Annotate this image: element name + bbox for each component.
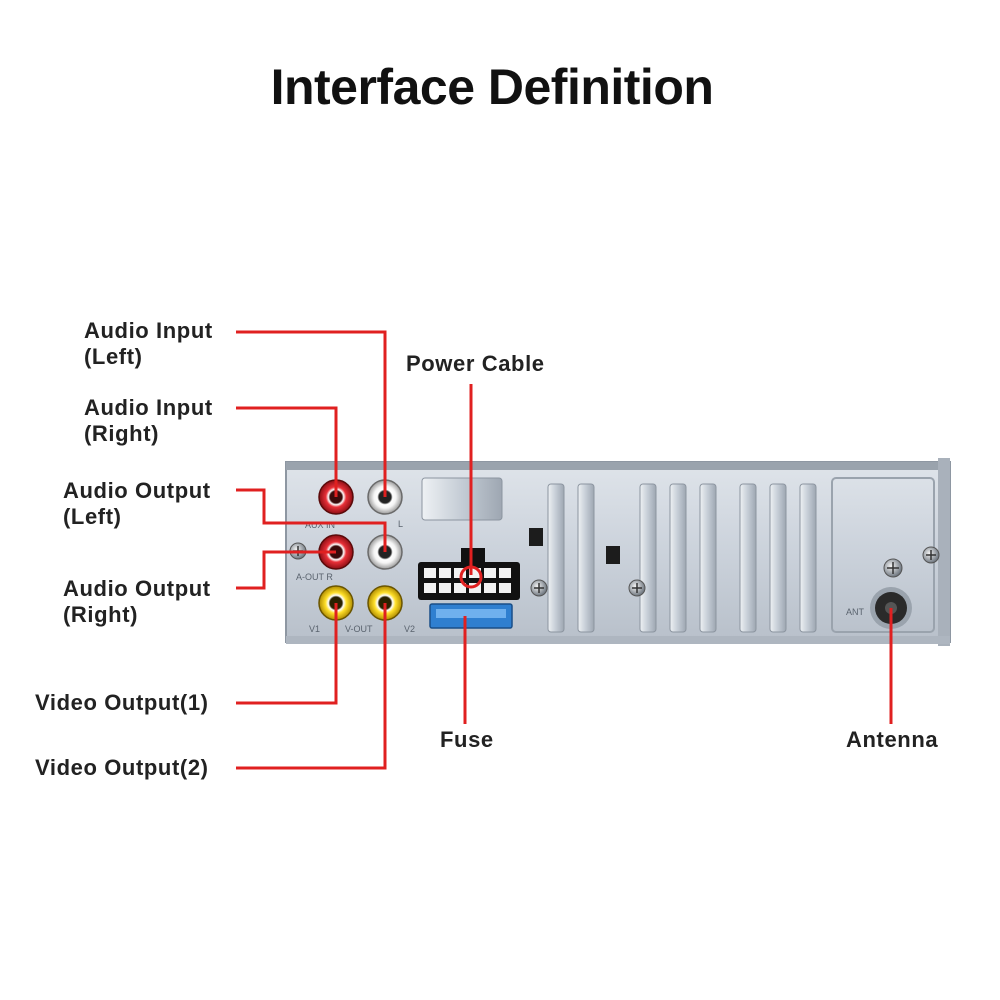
panel-markings: AUX IN L A-OUT R V1 V-OUT V2 ANT (296, 519, 865, 634)
fuse-component (429, 603, 513, 629)
label-antenna: Antenna (846, 727, 939, 752)
label-audio-output-right: Audio Output (Right) (63, 576, 211, 628)
label-audio-input-right-line2: (Right) (84, 421, 160, 446)
label-power-cable: Power Cable (406, 351, 545, 376)
power-pin-highlight (459, 565, 483, 589)
label-audio-input-right: Audio Input (Right) (84, 395, 213, 447)
callout-line-audio-output-left (236, 488, 387, 552)
label-video-output-1: Video Output(1) (35, 690, 209, 715)
marking-a-out-r: A-OUT R (296, 572, 333, 582)
label-audio-output-right-line2: (Right) (63, 602, 139, 627)
label-audio-output-left-line2: (Left) (63, 504, 122, 529)
marking-v1: V1 (309, 624, 320, 634)
callout-line-audio-input-right (236, 406, 338, 497)
label-audio-input-right-line1: Audio Input (84, 395, 213, 420)
label-fuse: Fuse (440, 727, 494, 752)
page-title: Interface Definition (270, 59, 714, 115)
cooling-vents (421, 477, 935, 633)
callout-line-video-output-2 (236, 603, 387, 770)
mounting-holes (529, 528, 620, 564)
callout-lines (236, 330, 893, 770)
callout-line-audio-input-left (236, 330, 387, 497)
marking-v-out: V-OUT (345, 624, 373, 634)
label-audio-output-left: Audio Output (Left) (63, 478, 211, 530)
label-audio-output-left-line1: Audio Output (63, 478, 211, 503)
marking-ant: ANT (846, 607, 865, 617)
callout-line-audio-output-right (236, 550, 336, 590)
marking-aux-in: AUX IN (305, 520, 335, 530)
callout-line-video-output-1 (236, 603, 338, 705)
label-audio-input-left-line2: (Left) (84, 344, 143, 369)
marking-v2: V2 (404, 624, 415, 634)
label-audio-output-right-line1: Audio Output (63, 576, 211, 601)
marking-l: L (398, 519, 403, 529)
power-connector (418, 548, 520, 600)
label-audio-input-left: Audio Input (Left) (84, 318, 213, 370)
label-audio-input-left-line1: Audio Input (84, 318, 213, 343)
label-video-output-2: Video Output(2) (35, 755, 209, 780)
